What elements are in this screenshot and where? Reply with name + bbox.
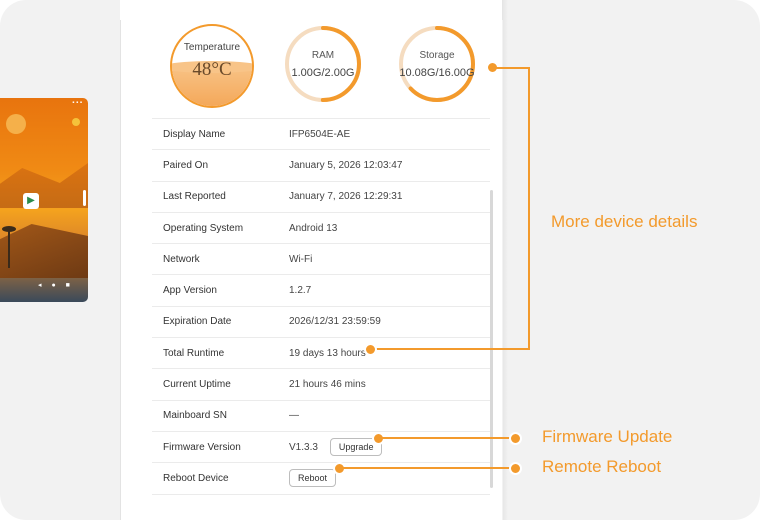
storage-ring <box>399 26 475 102</box>
row-value: IFP6504E-AE <box>289 128 351 140</box>
ram-ring <box>285 26 361 102</box>
storage-value: 10.08G/16.00G <box>399 67 475 79</box>
row-value: January 5, 2026 12:03:47 <box>289 159 403 171</box>
callout-firmware-update: Firmware Update <box>542 427 673 446</box>
storage-gauge: Storage 10.08G/16.00G <box>397 24 477 104</box>
row-value: — <box>289 410 299 422</box>
panel-top <box>120 0 502 20</box>
callout-line <box>528 67 530 350</box>
callout-dot <box>364 343 377 356</box>
table-row: Expiration Date 2026/12/31 23:59:59 <box>152 307 490 339</box>
nav-bar-icon: ◂ ● ■ <box>38 282 74 289</box>
row-key: Display Name <box>163 128 226 140</box>
row-value: January 7, 2026 12:29:31 <box>289 191 403 203</box>
firmware-version-text: V1.3.3 <box>289 441 318 453</box>
temperature-label: Temperature <box>183 42 241 53</box>
row-key: Paired On <box>163 159 209 171</box>
callout-line <box>342 467 515 469</box>
notification-icon <box>72 118 80 126</box>
panel-scrollbar[interactable] <box>490 190 493 488</box>
wallpaper-dune <box>0 163 88 208</box>
table-row: Firmware Version V1.3.3 Upgrade <box>152 432 490 464</box>
device-screen-preview[interactable]: ▪ ▪ ▪ ▶ ◂ ● ■ <box>0 98 88 302</box>
wallpaper-tree-trunk <box>8 228 10 268</box>
status-bar-icon: ▪ ▪ ▪ <box>72 100 82 106</box>
table-row: Current Uptime 21 hours 46 mins <box>152 369 490 401</box>
row-key: Mainboard SN <box>163 410 227 422</box>
wallpaper-sun <box>6 114 26 134</box>
row-value-firmware: V1.3.3 Upgrade <box>289 438 383 457</box>
reboot-button[interactable]: Reboot <box>289 469 337 488</box>
upgrade-button[interactable]: Upgrade <box>329 438 383 457</box>
table-row: Network Wi-Fi <box>152 244 490 276</box>
row-key: Current Uptime <box>163 379 231 391</box>
callout-more-details: More device details <box>551 212 698 231</box>
row-value: Wi-Fi <box>289 253 313 265</box>
callout-line <box>495 67 529 69</box>
callout-remote-reboot: Remote Reboot <box>542 457 662 476</box>
row-value: 1.2.7 <box>289 285 312 297</box>
temperature-gauge: Temperature 48°C <box>170 24 254 108</box>
row-key: Reboot Device <box>163 472 229 484</box>
callout-line <box>381 437 515 439</box>
table-row: Operating System Android 13 <box>152 213 490 245</box>
play-store-icon: ▶ <box>23 193 39 209</box>
row-key: Firmware Version <box>163 441 241 453</box>
row-key: Network <box>163 253 200 265</box>
ram-label: RAM <box>311 50 335 61</box>
table-row: Reboot Device Reboot <box>152 463 490 495</box>
table-row: Mainboard SN — <box>152 401 490 432</box>
side-handle-icon <box>83 190 86 206</box>
row-key: Last Reported <box>163 191 226 203</box>
table-row: Display Name IFP6504E-AE <box>152 118 490 151</box>
callout-dot <box>509 432 522 445</box>
callout-dot <box>509 462 522 475</box>
table-row: Total Runtime 19 days 13 hours <box>152 338 490 370</box>
row-key: Operating System <box>163 222 244 234</box>
row-value: 2026/12/31 23:59:59 <box>289 316 381 328</box>
table-row: App Version 1.2.7 <box>152 275 490 307</box>
row-key: Total Runtime <box>163 347 225 359</box>
row-value: 21 hours 46 mins <box>289 379 366 391</box>
table-row: Last Reported January 7, 2026 12:29:31 <box>152 182 490 213</box>
ram-value: 1.00G/2.00G <box>291 67 355 79</box>
temperature-value: 48°C <box>192 59 232 80</box>
row-key: Expiration Date <box>163 316 232 328</box>
device-info-table: Display Name IFP6504E-AE Paired On Janua… <box>152 118 490 495</box>
storage-label: Storage <box>419 50 455 61</box>
callout-line <box>372 348 530 350</box>
row-value: Android 13 <box>289 222 338 234</box>
table-row: Paired On January 5, 2026 12:03:47 <box>152 150 490 182</box>
panel-shadow <box>502 0 508 520</box>
ram-gauge: RAM 1.00G/2.00G <box>283 24 363 104</box>
row-key: App Version <box>163 285 217 297</box>
wallpaper-dune-front <box>0 224 88 278</box>
row-value: 19 days 13 hours <box>289 347 366 359</box>
row-value-reboot: Reboot <box>289 469 337 488</box>
temperature-wave <box>172 61 252 74</box>
